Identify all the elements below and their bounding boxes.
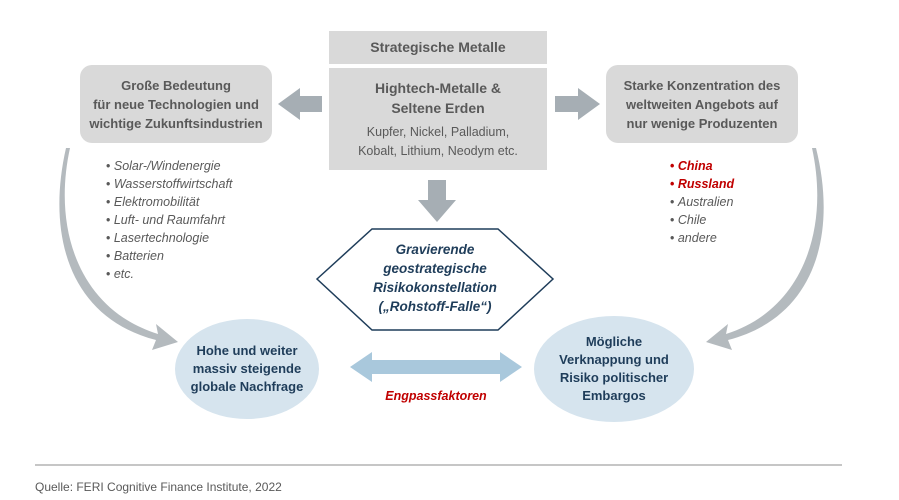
concentration-box: Starke Konzentration des weltweiten Ange… [606,65,798,143]
metals-heading-1: Hightech-Metalle & [374,80,501,96]
demand-ellipse: Hohe und weiter massiv steigende globale… [175,319,319,419]
technology-list: Solar-/Windenergie Wasserstoffwirtschaft… [106,157,233,283]
source-note: Quelle: FERI Cognitive Finance Institute… [35,480,282,494]
metals-box: Hightech-Metalle & Seltene Erden Kupfer,… [329,68,547,170]
list-item: Russland [670,175,734,193]
ellipse-line: Risiko politischer [559,370,669,385]
producer-list: China Russland Australien Chile andere [670,157,734,247]
list-item: andere [670,229,734,247]
list-item: Luft- und Raumfahrt [106,211,232,229]
ellipse-line: Verknappung und [559,352,669,367]
hexagon-line: („Rohstoff-Falle“) [378,299,492,314]
hexagon-line: Gravierende [395,242,475,257]
hexagon-line: Risikokonstellation [373,280,497,295]
hexagon-line: geostrategische [383,261,487,276]
double-arrow [350,352,522,382]
concentration-line: Starke Konzentration des [623,77,781,93]
importance-line: Große Bedeutung [121,77,231,93]
metals-heading-2: Seltene Erden [391,100,485,116]
curved-arrow-right [706,148,824,350]
ellipse-line: Mögliche [585,334,643,349]
ellipse-line: globale Nachfrage [190,379,304,394]
list-item: Australien [670,193,734,211]
importance-line: wichtige Zukunftsindustrien [89,115,263,131]
ellipse-line: massiv steigende [192,361,302,376]
arrow-right [555,88,600,120]
concentration-line: nur wenige Produzenten [626,115,778,131]
ellipse-line: Embargos [582,388,646,403]
ellipse-line: Hohe und weiter [196,343,298,358]
list-item: China [670,157,734,175]
list-item: Wasserstoffwirtschaft [106,175,233,193]
arrow-left [278,88,322,120]
title-box: Strategische Metalle [329,31,547,64]
hexagon-shape [315,228,555,331]
importance-box: Große Bedeutung für neue Technologien un… [80,65,272,143]
metals-examples-1: Kupfer, Nickel, Palladium, [366,125,510,139]
importance-line: für neue Technologien und [93,96,259,112]
list-item: etc. [106,265,232,283]
list-item: Solar-/Windenergie [106,157,232,175]
metals-examples-2: Kobalt, Lithium, Neodym etc. [358,144,518,158]
list-item: Batterien [106,247,232,265]
list-item: Lasertechnologie [106,229,232,247]
bottleneck-label: Engpassfaktoren [385,389,487,403]
concentration-line: weltweiten Angebots auf [626,96,778,112]
list-item: Elektromobilität [106,193,232,211]
list-item: Chile [670,211,734,229]
risk-hexagon-text: Gravierende geostrategische Risikokonste… [340,240,530,316]
shortage-ellipse: Mögliche Verknappung und Risiko politisc… [534,316,694,422]
arrow-down [418,180,456,222]
